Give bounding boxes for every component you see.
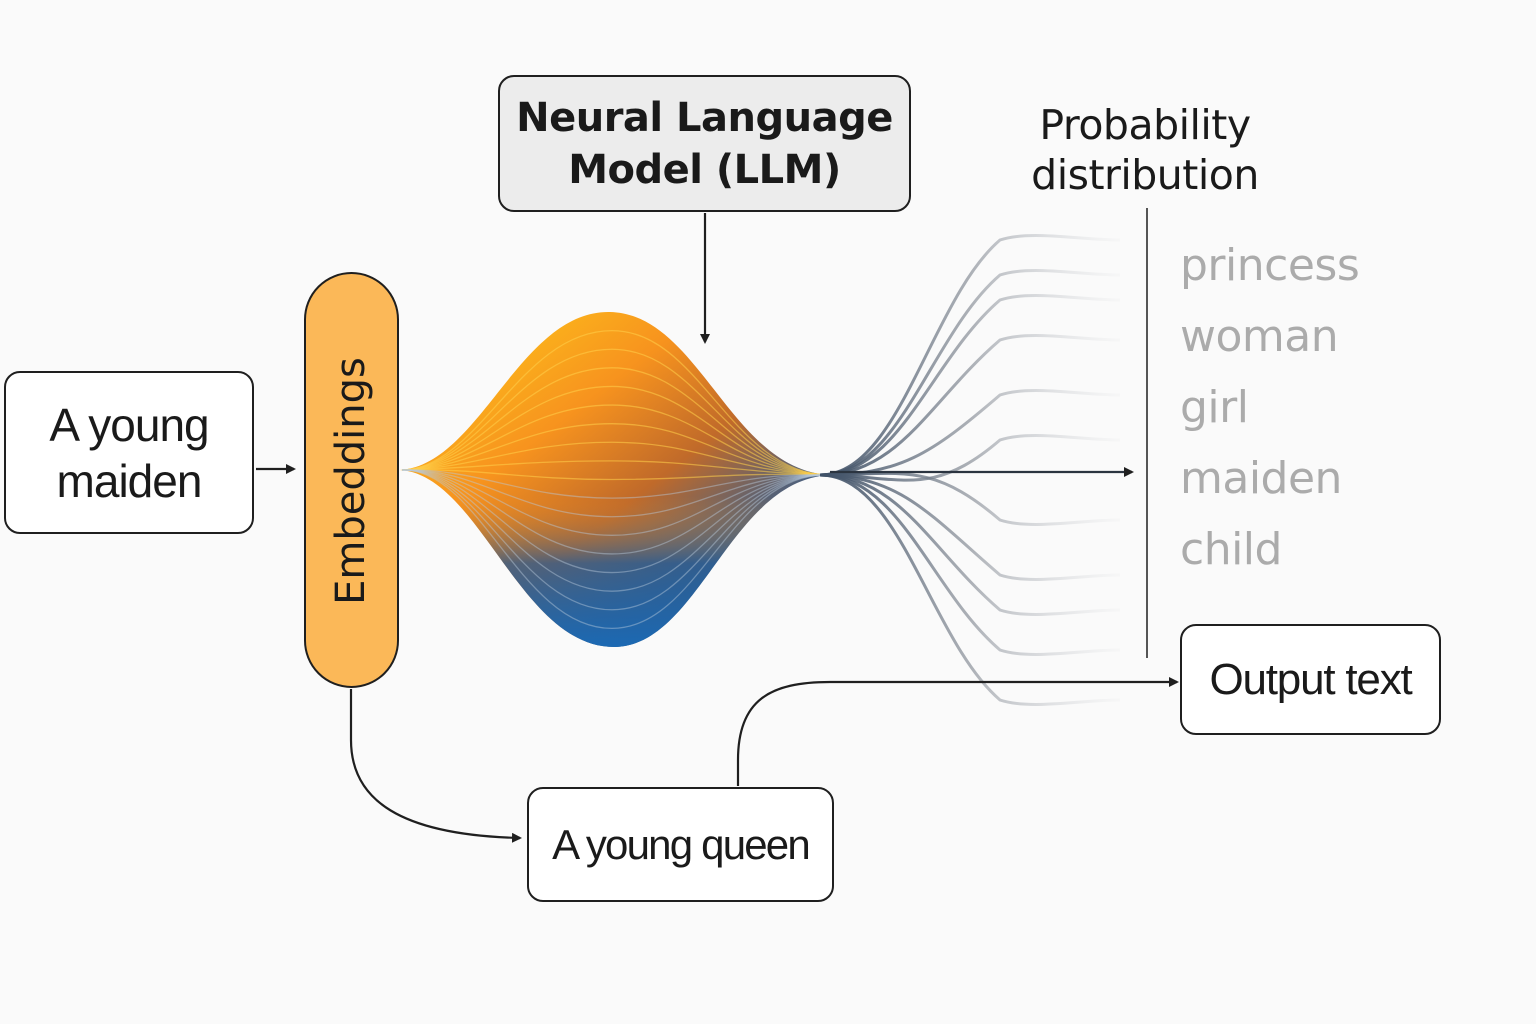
arrow-queen-to-output bbox=[736, 677, 1179, 786]
wave-contour-line bbox=[401, 469, 829, 481]
llm-label-line2: Model (LLM) bbox=[568, 146, 841, 193]
probability-title-line1: Probability bbox=[1039, 101, 1251, 149]
wave-contour-line bbox=[401, 441, 829, 476]
wave-contour-line bbox=[401, 348, 829, 476]
wave-contour-line bbox=[401, 423, 829, 476]
output-text-box[interactable]: Output text bbox=[1180, 624, 1441, 735]
fan-line bbox=[819, 473, 1121, 706]
llm-wave-visualization bbox=[400, 311, 830, 648]
fan-line bbox=[819, 334, 1121, 477]
wave-contour-lines bbox=[401, 329, 829, 630]
alternate-output-box[interactable]: A young queen bbox=[527, 787, 834, 902]
probability-fan-lines bbox=[819, 234, 1121, 706]
alternate-output-label: A young queen bbox=[552, 820, 811, 868]
input-text-line2: maiden bbox=[56, 454, 203, 507]
input-text-line1: A young bbox=[49, 398, 209, 451]
arrow-embeddings-to-queen bbox=[349, 689, 522, 843]
wave-contour-line bbox=[401, 469, 829, 611]
fan-line bbox=[819, 473, 1121, 581]
wave-contour-line bbox=[401, 469, 829, 574]
token-candidate: child bbox=[1180, 524, 1282, 575]
wave-contour-line bbox=[401, 329, 829, 476]
wave-contour-line bbox=[401, 469, 829, 518]
distribution-divider bbox=[1146, 208, 1148, 658]
probability-distribution-title: Probability distribution bbox=[1030, 100, 1260, 200]
fan-line bbox=[819, 269, 1121, 477]
llm-box[interactable]: Neural Language Model (LLM) bbox=[498, 75, 911, 212]
wave-contour-line bbox=[401, 385, 829, 476]
wave-contour-line bbox=[401, 469, 829, 592]
token-candidate-list: princess woman girl maiden child bbox=[1180, 230, 1360, 585]
wave-contour-line bbox=[401, 469, 829, 555]
wave-contour-line bbox=[401, 469, 829, 499]
llm-label-line1: Neural Language bbox=[516, 94, 893, 141]
fan-line bbox=[819, 434, 1121, 482]
embeddings-block[interactable] bbox=[304, 272, 399, 688]
wave-contour-line bbox=[401, 469, 829, 536]
wave-contour-line bbox=[401, 404, 829, 476]
wave-contour-line bbox=[401, 367, 829, 476]
fan-line bbox=[819, 471, 1121, 526]
embeddings-label: Embeddings bbox=[328, 357, 374, 605]
wave-contour-line bbox=[401, 469, 829, 630]
input-text-box[interactable]: A young maiden bbox=[4, 371, 254, 534]
token-candidate: woman bbox=[1180, 311, 1339, 362]
output-text-label: Output text bbox=[1209, 654, 1412, 704]
fan-line bbox=[819, 234, 1121, 477]
wave-contour-line bbox=[401, 460, 829, 476]
fan-line bbox=[819, 473, 1121, 616]
fan-line bbox=[819, 473, 1121, 656]
fan-line bbox=[819, 389, 1121, 477]
fan-line bbox=[819, 294, 1121, 477]
token-candidate: girl bbox=[1180, 382, 1249, 433]
probability-title-line2: distribution bbox=[1031, 151, 1259, 199]
token-candidate: princess bbox=[1180, 240, 1360, 291]
token-candidate: maiden bbox=[1180, 453, 1342, 504]
